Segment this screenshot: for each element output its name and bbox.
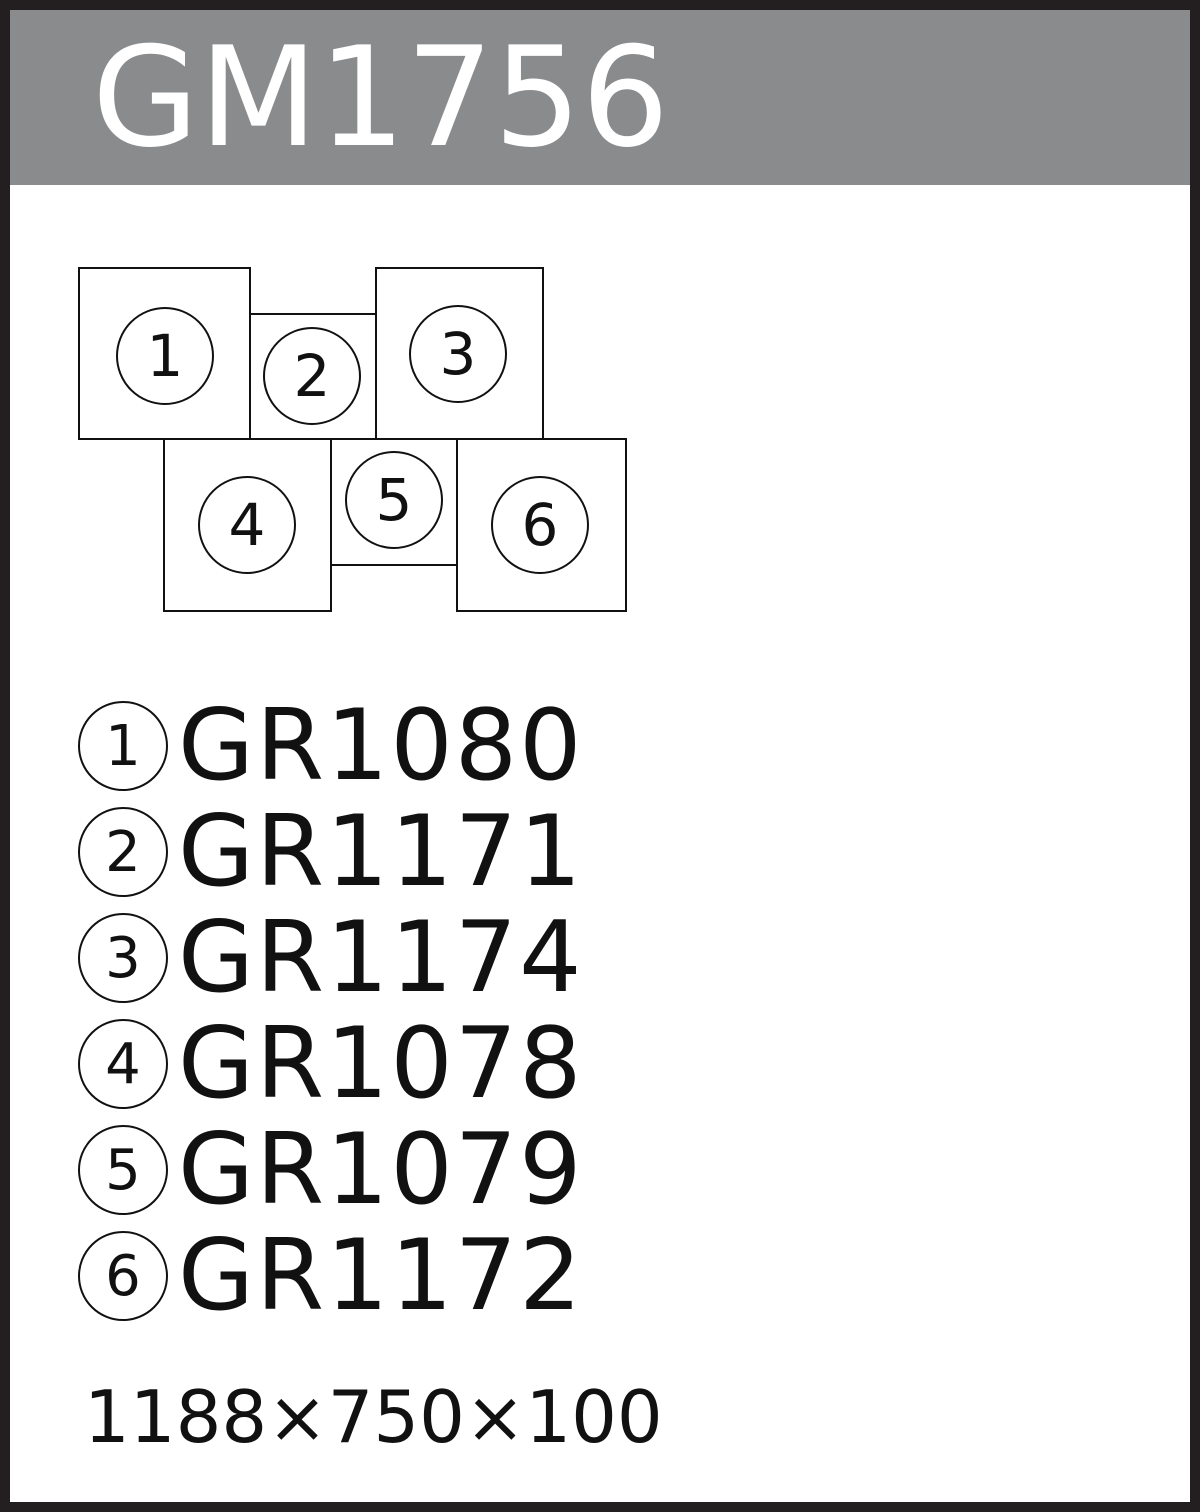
legend-item: 3 GR1174: [78, 905, 778, 1011]
legend-item: 5 GR1079: [78, 1117, 778, 1223]
legend-number-marker: 2: [78, 807, 168, 897]
tile-4-marker: [198, 476, 296, 574]
legend-item: 6 GR1172: [78, 1223, 778, 1329]
legend-number-marker: 4: [78, 1019, 168, 1109]
legend-item: 4 GR1078: [78, 1011, 778, 1117]
legend-tile-code: GR1171: [178, 795, 584, 909]
legend-tile-code: GR1080: [178, 689, 584, 803]
tile-2-marker: [263, 327, 361, 425]
tile-6-outline: [456, 438, 627, 612]
tile-1-number: 1: [147, 322, 184, 390]
legend-tile-code: GR1079: [178, 1113, 584, 1227]
model-code: GM1756: [92, 17, 670, 178]
legend-number-marker: 6: [78, 1231, 168, 1321]
tile-legend: 1 GR1080 2 GR1171 3 GR1174 4 GR1078 5 GR…: [78, 693, 778, 1329]
legend-number-marker: 3: [78, 913, 168, 1003]
tile-6-marker: [491, 476, 589, 574]
tile-3-number: 3: [440, 320, 477, 388]
tile-6-number: 6: [522, 491, 559, 559]
legend-tile-code: GR1174: [178, 901, 584, 1015]
tile-5-marker: [345, 451, 443, 549]
tile-1-marker: [116, 307, 214, 405]
legend-number-marker: 5: [78, 1125, 168, 1215]
legend-tile-code: GR1078: [178, 1007, 584, 1121]
tile-4-number: 4: [229, 491, 266, 559]
legend-item: 2 GR1171: [78, 799, 778, 905]
tile-5-number: 5: [376, 466, 413, 534]
dimensions-text: 1188×750×100: [84, 1375, 663, 1459]
tile-3-marker: [409, 305, 507, 403]
legend-item: 1 GR1080: [78, 693, 778, 799]
tile-2-number: 2: [294, 342, 331, 410]
header-bar: GM1756: [10, 10, 1190, 185]
legend-tile-code: GR1172: [178, 1219, 584, 1333]
legend-number-marker: 1: [78, 701, 168, 791]
